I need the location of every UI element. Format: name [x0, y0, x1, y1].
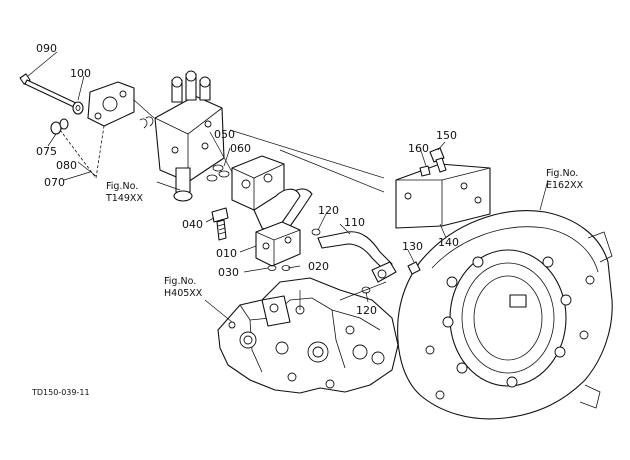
leader-lines — [27, 51, 549, 323]
bolt-150 — [429, 147, 447, 173]
manifold-block-010 — [255, 221, 301, 267]
hydraulic-cylinder-block — [217, 277, 399, 394]
flywheel-housing — [397, 210, 613, 420]
part-label-110: 110 — [344, 216, 365, 229]
part-label-150: 150 — [436, 129, 457, 142]
bolt-160 — [419, 165, 431, 177]
fig-ref-t149-line2: T149XX — [105, 193, 143, 204]
part-label-070: 070 — [44, 176, 65, 189]
part-label-140: 140 — [438, 236, 459, 249]
part-label-120-upper: 120 — [318, 204, 339, 217]
fig-ref-h405-line1: Fig.No. — [164, 276, 196, 287]
fitting-130 — [371, 261, 421, 283]
part-label-075: 075 — [36, 145, 57, 158]
fig-ref-e162-line1: Fig.No. — [546, 168, 578, 179]
part-label-020: 020 — [308, 260, 329, 273]
part-label-090: 090 — [36, 42, 57, 55]
drawing-code: TD150-039-11 — [31, 388, 90, 397]
fig-ref-t149-line1: Fig.No. — [106, 181, 138, 192]
part-label-040: 040 — [182, 218, 203, 231]
bolt-040 — [211, 207, 229, 241]
cover-plate — [59, 81, 135, 180]
fig-ref-h405-line2: H405XX — [164, 288, 203, 299]
part-label-060: 060 — [230, 142, 251, 155]
part-label-050: 050 — [214, 128, 235, 141]
part-label-030: 030 — [218, 266, 239, 279]
part-label-130: 130 — [402, 240, 423, 253]
bolt-075 — [50, 118, 69, 135]
control-valve-assembly — [139, 70, 225, 202]
bracket-140 — [395, 163, 491, 229]
part-label-120-lower: 120 — [356, 304, 377, 317]
o-rings-060 — [206, 164, 230, 182]
part-label-100: 100 — [70, 67, 91, 80]
part-label-010: 010 — [216, 247, 237, 260]
fig-ref-e162-line2: E162XX — [546, 180, 584, 191]
part-label-160: 160 — [408, 142, 429, 155]
part-label-080: 080 — [56, 159, 77, 172]
washer-100 — [72, 101, 84, 115]
